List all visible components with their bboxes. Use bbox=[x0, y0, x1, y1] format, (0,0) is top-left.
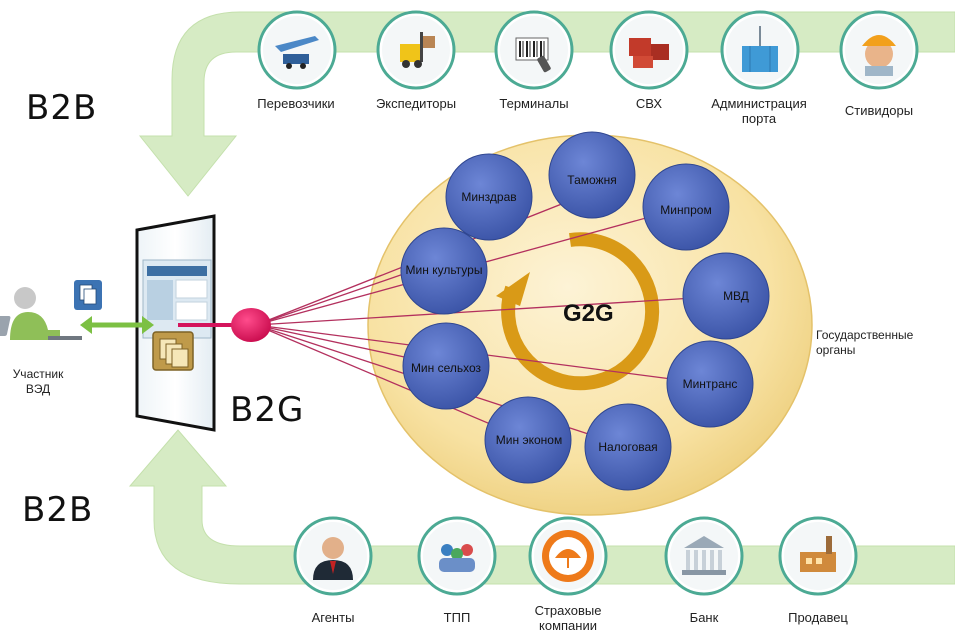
gov-node-label: Таможня bbox=[567, 173, 617, 187]
crane-container-icon bbox=[720, 10, 800, 90]
top-partner-label: Терминалы bbox=[499, 96, 569, 111]
top-partner-label: СВХ bbox=[635, 96, 663, 111]
participant-figure bbox=[0, 287, 82, 340]
gov-node-label: МВД bbox=[723, 289, 749, 303]
gov-bodies-label-line2: органы bbox=[816, 343, 856, 357]
people-group-icon bbox=[417, 516, 497, 596]
worker-helmet-icon bbox=[839, 10, 919, 90]
gov-node bbox=[642, 163, 730, 251]
b2g-label: B2G bbox=[230, 390, 305, 430]
bottom-partner-label: Страховые компании bbox=[534, 603, 602, 633]
bank-building-icon bbox=[664, 516, 744, 596]
participant-label-line2: ВЭД bbox=[25, 382, 51, 396]
barcode-scanner-icon bbox=[494, 10, 574, 90]
gov-node-label: Минтранс bbox=[682, 377, 738, 391]
b2b-bottom-label: B2B bbox=[22, 490, 94, 530]
forklift-icon bbox=[376, 10, 456, 90]
document-stack-icon bbox=[74, 280, 102, 310]
warehouse-boxes-icon bbox=[609, 10, 689, 90]
top-partner-label: Экспедиторы bbox=[375, 96, 457, 111]
gov-node bbox=[682, 252, 770, 340]
gov-node-label: Мин сельхоз bbox=[410, 361, 482, 375]
gov-node bbox=[666, 340, 754, 428]
gov-bodies-label: Государственные органы bbox=[816, 328, 946, 358]
data-exchange-arrow bbox=[80, 316, 154, 334]
gov-node bbox=[548, 131, 636, 219]
top-partner-label: Перевозчики bbox=[257, 96, 335, 111]
gov-node-label: Мин эконом bbox=[495, 433, 563, 447]
b2b-top-label: B2B bbox=[26, 88, 98, 128]
gov-node bbox=[400, 227, 488, 315]
bottom-partner-label: Продавец bbox=[788, 610, 848, 625]
transport-icon bbox=[257, 10, 337, 90]
top-partner-label: Администрация порта bbox=[711, 96, 807, 126]
bottom-partner-label: ТПП bbox=[443, 610, 471, 625]
participant-label: Участник ВЭД bbox=[8, 367, 68, 397]
g2g-cycle-arrow bbox=[496, 232, 660, 391]
top-partner-label: Стивидоры bbox=[844, 103, 914, 118]
bottom-partner-label: Банк bbox=[689, 610, 719, 625]
umbrella-icon bbox=[528, 516, 608, 596]
bottom-partner-label: Агенты bbox=[311, 610, 355, 625]
factory-icon bbox=[778, 516, 858, 596]
gov-node-label: Налоговая bbox=[598, 440, 658, 454]
portal-link-bar bbox=[178, 323, 238, 327]
gov-node bbox=[584, 403, 672, 491]
gov-node-label: Минпром bbox=[660, 203, 712, 217]
gov-node-label: Мин культуры bbox=[405, 263, 483, 277]
gov-bodies-label-line1: Государственные bbox=[816, 328, 914, 342]
businessman-icon bbox=[293, 516, 373, 596]
gov-node bbox=[445, 153, 533, 241]
participant-label-line1: Участник bbox=[12, 367, 64, 381]
documents-icon bbox=[152, 331, 194, 371]
gov-node bbox=[402, 322, 490, 410]
g2g-label: G2G bbox=[563, 300, 614, 327]
gov-node-label: Минздрав bbox=[461, 190, 517, 204]
gov-node bbox=[484, 396, 572, 484]
hub-node bbox=[231, 308, 271, 342]
